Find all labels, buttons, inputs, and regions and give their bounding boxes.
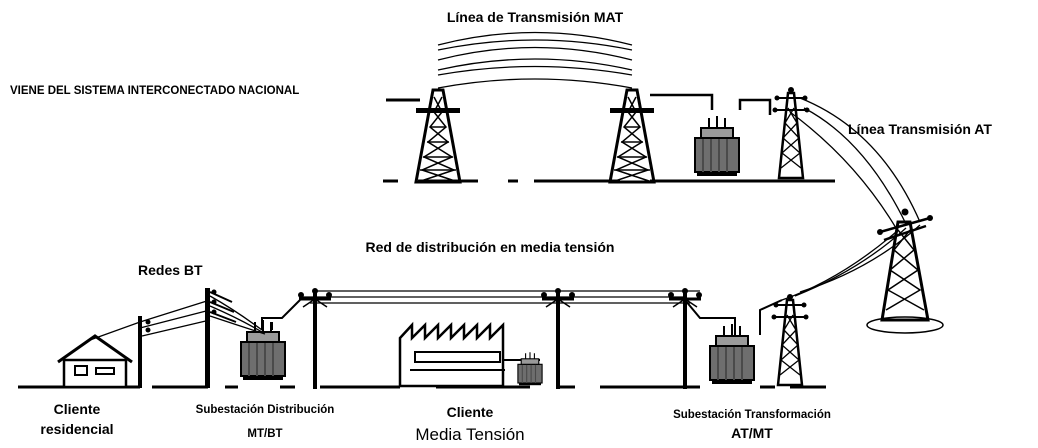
mat-line-label: Línea de Transmisión MAT (447, 9, 624, 25)
at-mt-transformer (709, 323, 755, 385)
residential-label-line1: Cliente (54, 401, 101, 417)
transformation-substation-label-line1: Subestación Transformación (673, 409, 831, 421)
bt-lines (139, 295, 266, 337)
mt-bt-link (261, 299, 301, 330)
mat-to-transformer-link (650, 93, 772, 115)
bt-networks-label: Redes BT (138, 262, 203, 278)
at-mt-link (684, 299, 783, 335)
source-label: VIENE DEL SISTEMA INTERCONECTADO NACIONA… (10, 85, 299, 97)
bt-pole (205, 288, 237, 388)
substation-transformer-mat (694, 115, 740, 177)
factory-transformer (517, 351, 543, 386)
distribution-substation-label-line1: Subestación Distribución (196, 404, 335, 416)
at-transmission-lines (781, 97, 921, 301)
mat-transmission-lines (437, 31, 633, 89)
at-tower-upper (771, 85, 811, 180)
residential-label-line2: residencial (40, 421, 113, 437)
at-tower-large (866, 208, 944, 334)
mt-distribution-lines (300, 290, 700, 332)
mt-client-label-line2: Media Tensión (415, 425, 524, 444)
at-line-label: Línea Transmisión AT (848, 121, 992, 137)
mt-network-label: Red de distribución en media tensión (366, 239, 615, 255)
at-tower-lower (770, 292, 810, 387)
mt-client-label-line1: Cliente (447, 404, 494, 420)
mat-tower-right (608, 88, 656, 184)
distribution-substation-label-line2: MT/BT (247, 428, 282, 440)
mat-tower-left (414, 88, 462, 184)
transformation-substation-label-line2: AT/MT (731, 425, 773, 441)
house (57, 334, 133, 389)
